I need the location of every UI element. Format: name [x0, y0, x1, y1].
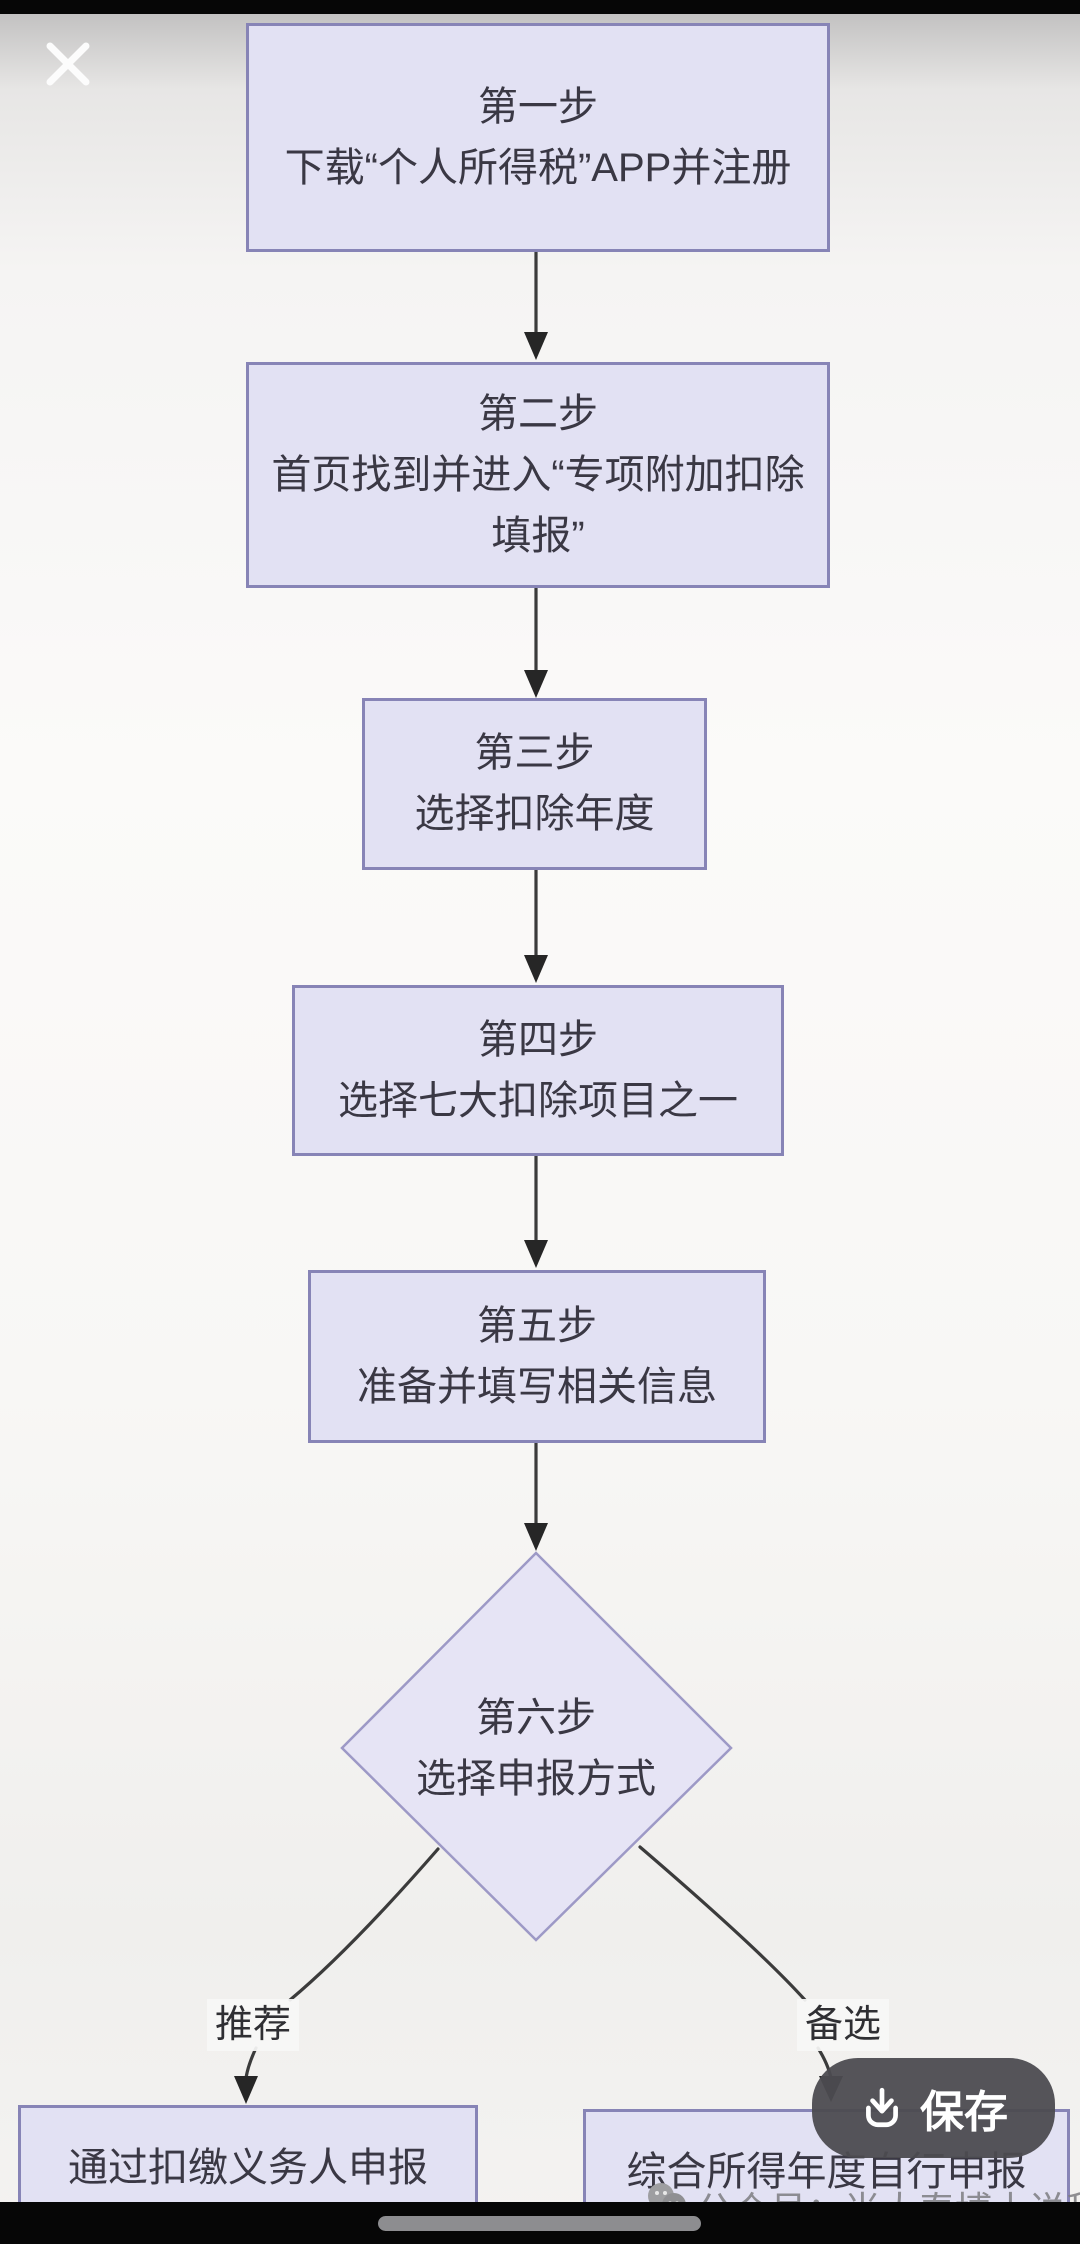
branch-label-alternative: 备选	[797, 1999, 890, 2051]
step-desc: 选择申报方式	[416, 1757, 656, 1801]
branch-label-recommended: 推荐	[207, 1999, 300, 2051]
arrow-down-icon	[524, 670, 548, 698]
close-button[interactable]	[36, 32, 100, 96]
save-button[interactable]: 保存	[812, 2058, 1055, 2158]
arrow-down-icon	[524, 1240, 548, 1268]
step-desc: 选择扣除年度	[414, 792, 655, 836]
flow-step-4: 第四步 选择七大扣除项目之一	[292, 985, 784, 1156]
step-desc: 选择七大扣除项目之一	[338, 1078, 738, 1123]
step-title: 第二步	[478, 391, 598, 436]
download-icon	[866, 2087, 898, 2128]
step-desc: 首页找到并进入“专项附加扣除填报”	[271, 452, 805, 558]
branch-line-left	[288, 1847, 440, 2002]
step-title: 第一步	[478, 84, 598, 129]
branch-line-right	[638, 1845, 807, 2002]
decision-diamond	[340, 1551, 733, 1942]
arrow-down-icon	[524, 332, 548, 360]
flow-step-5: 第五步 准备并填写相关信息	[308, 1270, 766, 1443]
step-desc: 下载“个人所得税”APP并注册	[284, 145, 792, 190]
step-title: 第六步	[476, 1696, 596, 1740]
close-icon	[46, 42, 90, 86]
flow-step-3: 第三步 选择扣除年度	[362, 698, 707, 870]
status-bar-top	[0, 0, 1080, 14]
arrow-down-icon	[234, 2076, 258, 2104]
flow-step-2: 第二步 首页找到并进入“专项附加扣除填报”	[246, 362, 830, 588]
arrow-down-icon	[524, 955, 548, 983]
step-title: 第五步	[477, 1303, 597, 1348]
flow-step-1: 第一步 下载“个人所得税”APP并注册	[246, 23, 830, 252]
home-indicator[interactable]	[378, 2216, 701, 2231]
result-text: 通过扣缴义务人申报	[68, 2146, 428, 2190]
arrow-down-icon	[524, 1523, 548, 1551]
step-desc: 准备并填写相关信息	[357, 1364, 717, 1409]
flow-step-6: 第六步 选择申报方式	[336, 1688, 736, 1810]
step-title: 第三步	[474, 731, 595, 775]
branch-line-left-lower	[244, 2046, 258, 2080]
save-button-label: 保存	[920, 2088, 1008, 2137]
step-title: 第四步	[478, 1017, 598, 1062]
